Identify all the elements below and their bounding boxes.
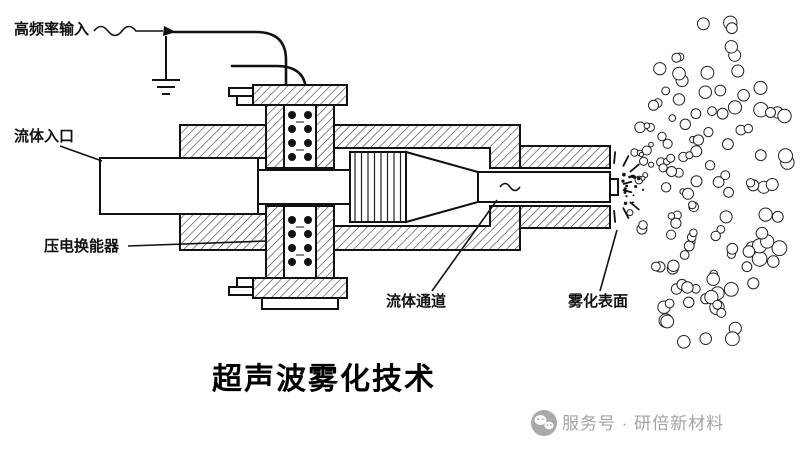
spray-droplets <box>621 15 795 349</box>
label-fluid-channel: 流体通道 <box>386 292 446 310</box>
arrowhead-icon <box>163 26 176 36</box>
wire-outer <box>172 30 288 94</box>
leader-lines <box>59 145 618 292</box>
watermark-text: 服务号 · 研倍新材料 <box>562 414 724 433</box>
channel-wave <box>499 182 521 192</box>
figure-title: 超声波雾化技术 <box>212 363 436 396</box>
horn-threads <box>354 153 402 221</box>
wechat-icon <box>531 410 557 436</box>
bolt-gland-bottom <box>228 277 254 296</box>
ground-icon <box>152 36 180 95</box>
bolt-gland-top <box>228 87 254 106</box>
hf-signal-squiggle <box>93 25 163 37</box>
label-atomize-surface: 雾化表面 <box>567 292 628 310</box>
atomization-ticks <box>613 151 640 223</box>
watermark: 服务号 · 研倍新材料 <box>531 410 724 436</box>
inlet-pipe <box>99 157 259 215</box>
label-fluid-inlet: 流体入口 <box>14 127 74 145</box>
wiring <box>93 25 308 95</box>
electrode-dots <box>288 111 312 266</box>
transducer-stack <box>265 104 335 279</box>
horn <box>257 150 619 224</box>
electrode-arrows <box>296 121 304 256</box>
label-hf-input: 高频率输入 <box>14 20 89 38</box>
label-piezo-transducer: 压电换能器 <box>44 237 120 255</box>
